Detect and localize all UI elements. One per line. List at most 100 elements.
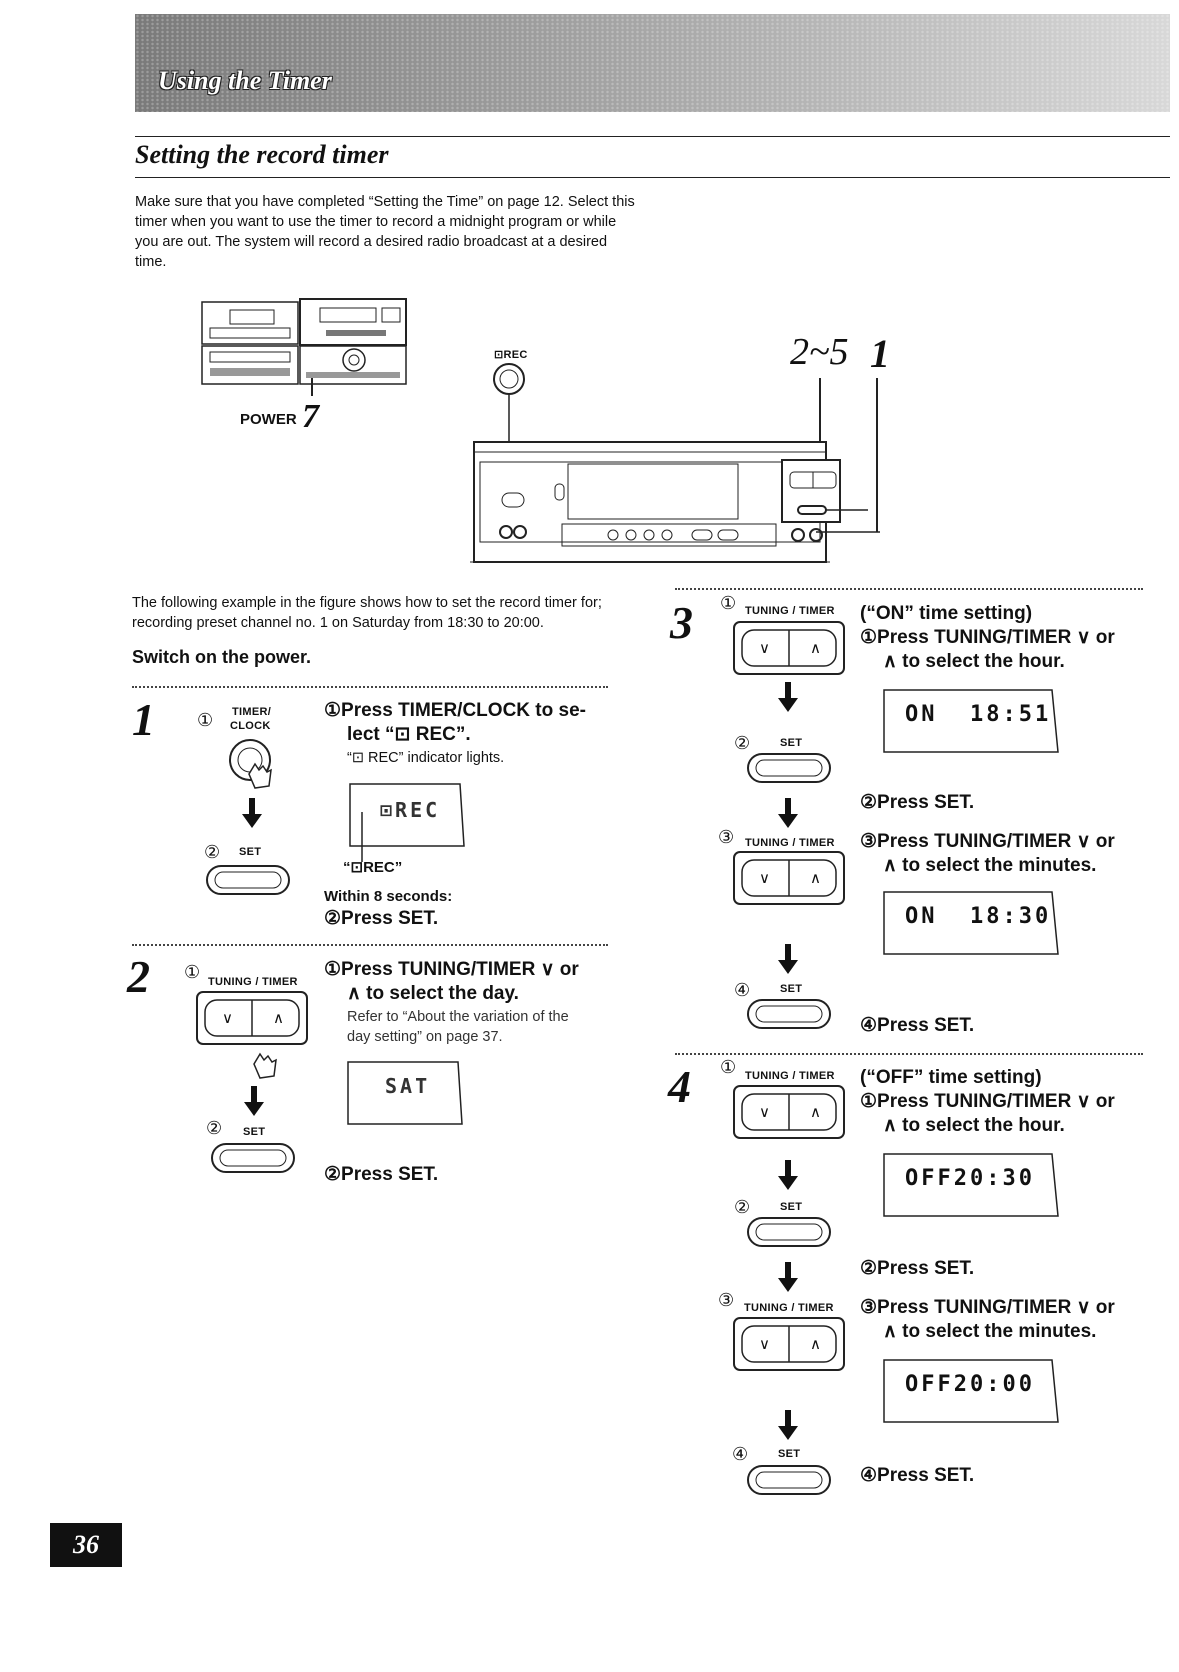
arrow-down-icon: [778, 1160, 798, 1190]
step-3-instruction-1b: ∧ to select the hour.: [883, 651, 1065, 672]
set-label: SET: [239, 846, 262, 858]
tuning-timer-button[interactable]: [732, 1316, 852, 1376]
example-paragraph: The following example in the figure show…: [132, 595, 602, 631]
intro-paragraph: Make sure that you have completed “Setti…: [135, 194, 635, 270]
tuning-timer-button[interactable]: [732, 850, 852, 910]
rec-label: ⊡REC: [494, 349, 528, 361]
tuning-timer-button[interactable]: [732, 1084, 852, 1144]
arrow-down-icon: [778, 944, 798, 974]
down-icon[interactable]: ∨: [222, 1010, 233, 1027]
divider: [675, 588, 1143, 590]
arrow-down-icon: [244, 1086, 264, 1116]
step-3-press-set-2: ②Press SET.: [860, 792, 975, 813]
tuning-timer-label: TUNING / TIMER: [745, 837, 835, 849]
switch-on-heading: Switch on the power.: [132, 647, 312, 667]
arrow-down-icon: [778, 1410, 798, 1440]
step-4-instruction-3a: ③Press TUNING/TIMER ∨ or: [860, 1297, 1115, 1318]
divider: [675, 1053, 1143, 1055]
tuning-timer-label: TUNING / TIMER: [745, 1070, 835, 1082]
up-icon[interactable]: ∧: [810, 870, 821, 887]
step-one-label: 1: [870, 331, 890, 376]
rule-top: [135, 136, 1170, 137]
step-4-press-set-2: ②Press SET.: [860, 1258, 975, 1279]
rec-indicator-callout: “⊡REC”: [343, 859, 403, 876]
circled-3: ③: [718, 827, 735, 847]
set-label: SET: [780, 737, 803, 749]
up-icon[interactable]: ∧: [810, 1104, 821, 1121]
circled-2: ②: [734, 1197, 751, 1217]
circled-1: ①: [184, 962, 201, 982]
set-button[interactable]: [205, 862, 295, 906]
step-3-heading: (“ON” time setting): [860, 603, 1033, 624]
circled-2: ②: [734, 733, 751, 753]
banner-title: Using the Timer: [158, 66, 332, 95]
step-4-display-hour: [883, 1153, 1059, 1217]
page-number: 36: [50, 1523, 122, 1567]
set-button[interactable]: [746, 1462, 836, 1506]
timer-clock-label-2: CLOCK: [230, 720, 271, 732]
tuning-timer-button[interactable]: [195, 990, 315, 1050]
step-4-heading: (“OFF” time setting): [860, 1067, 1042, 1088]
set-button[interactable]: [210, 1140, 300, 1184]
step-3-press-set-4: ④Press SET.: [860, 1015, 975, 1036]
circled-3: ③: [718, 1290, 735, 1310]
step-range-label: 2~5: [790, 331, 849, 373]
step-4-instruction-1b: ∧ to select the hour.: [883, 1115, 1065, 1136]
arrow-down-icon: [778, 798, 798, 828]
circled-2: ②: [204, 842, 221, 862]
step-4-display-hour-text: OFF20:30: [905, 1166, 1035, 1191]
step-4-instruction-1a: ①Press TUNING/TIMER ∨ or: [860, 1091, 1115, 1112]
step-3-instruction-3b: ∧ to select the minutes.: [883, 855, 1097, 876]
step-1-instruction-b: lect “⊡ REC”.: [347, 724, 471, 745]
circled-1: ①: [720, 593, 737, 613]
press-hand-icon: [253, 1052, 277, 1079]
step-2-press-set: ②Press SET.: [324, 1164, 439, 1185]
section-title: Setting the record timer: [135, 140, 389, 169]
circled-2: ②: [206, 1118, 223, 1138]
power-step-number: 7: [302, 398, 319, 435]
step-2-display-text: SAT: [385, 1074, 431, 1098]
up-icon[interactable]: ∧: [810, 640, 821, 657]
stereo-system-illustration: [201, 298, 407, 396]
set-label: SET: [778, 1448, 801, 1460]
step-4-display-minutes: [883, 1359, 1059, 1423]
circled-4: ④: [734, 980, 751, 1000]
step-4-display-minutes-text: OFF20:00: [905, 1372, 1035, 1397]
step-2-number: 2: [127, 951, 150, 1002]
up-icon[interactable]: ∧: [273, 1010, 284, 1027]
step-2-instruction-b: ∧ to select the day.: [347, 983, 519, 1004]
divider: [132, 686, 608, 688]
step-1-instruction-a: ①Press TIMER/CLOCK to se-: [324, 700, 586, 721]
divider: [132, 944, 608, 946]
step-1-note: “⊡ REC” indicator lights.: [347, 750, 505, 766]
step-3-instruction-3a: ③Press TUNING/TIMER ∨ or: [860, 831, 1115, 852]
down-icon[interactable]: ∨: [759, 640, 770, 657]
tuning-timer-label: TUNING / TIMER: [744, 1302, 834, 1314]
step-4-instruction-3b: ∧ to select the minutes.: [883, 1321, 1097, 1342]
rule-bottom: [135, 177, 1170, 178]
step-3-display-hour-text: ON 18:51: [905, 702, 1052, 727]
tuning-timer-label: TUNING / TIMER: [208, 976, 298, 988]
step-1-display-text: ⊡REC: [380, 798, 441, 822]
set-button[interactable]: [746, 750, 836, 794]
power-label: POWER: [240, 411, 297, 428]
down-icon[interactable]: ∨: [759, 870, 770, 887]
step-3-display-minutes: [883, 891, 1059, 955]
set-label: SET: [780, 983, 803, 995]
circled-4: ④: [732, 1444, 749, 1464]
step-2-instruction-a: ①Press TUNING/TIMER ∨ or: [324, 959, 579, 980]
set-label: SET: [243, 1126, 266, 1138]
set-button[interactable]: [746, 996, 836, 1040]
circled-1: ①: [720, 1057, 737, 1077]
down-icon[interactable]: ∨: [759, 1104, 770, 1121]
step-2-display: [347, 1061, 463, 1125]
header-banner: [135, 14, 1170, 112]
step-2-note-a: Refer to “About the variation of the: [347, 1009, 569, 1025]
set-label: SET: [780, 1201, 803, 1213]
set-button[interactable]: [746, 1214, 836, 1258]
down-icon[interactable]: ∨: [759, 1336, 770, 1353]
tuning-timer-button[interactable]: [732, 620, 852, 680]
arrow-down-icon: [778, 682, 798, 712]
up-icon[interactable]: ∧: [810, 1336, 821, 1353]
tuning-timer-label: TUNING / TIMER: [745, 605, 835, 617]
